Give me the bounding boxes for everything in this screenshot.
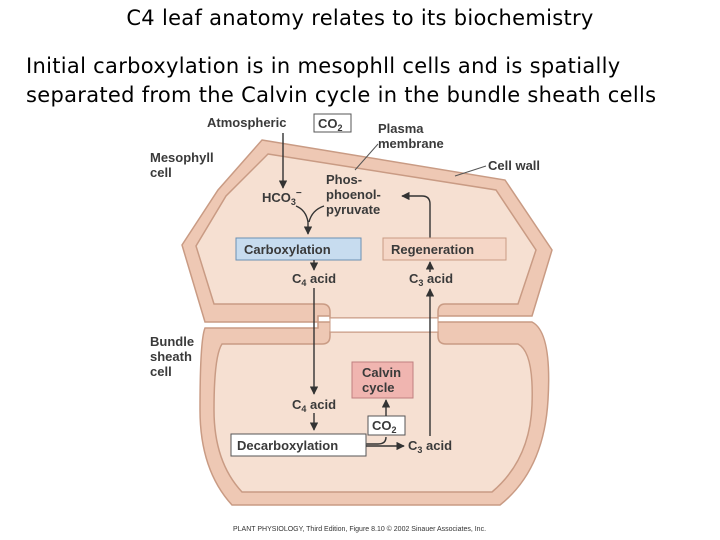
c4-acid-top-label: C4 acid bbox=[292, 271, 336, 288]
mesophyll-cell-shape bbox=[181, 139, 553, 323]
hco3-to-carboxylation-path bbox=[295, 205, 313, 235]
bundle-sheath-cell-shape bbox=[199, 321, 550, 506]
bundle-sheath-cell-label: Bundle sheath cell bbox=[150, 334, 198, 379]
co2-bottom-label: CO2 bbox=[372, 418, 397, 435]
plasma-membrane-pointer bbox=[354, 143, 379, 171]
regeneration-label: Regeneration bbox=[391, 242, 474, 257]
pep-label: Phos- phoenol- pyruvate bbox=[326, 172, 385, 217]
cell-wall-pointer bbox=[454, 165, 487, 177]
decarboxylation-label: Decarboxylation bbox=[237, 438, 338, 453]
subtitle-line-2: separated from the Calvin cycle in the b… bbox=[26, 83, 657, 107]
c3-acid-top-label: C3 acid bbox=[409, 271, 453, 288]
calvin-cycle-box bbox=[351, 361, 414, 399]
decarboxylation-to-co2-path bbox=[366, 436, 387, 445]
mesophyll-cell-label: Mesophyll cell bbox=[150, 150, 217, 180]
regeneration-to-pep-arrow bbox=[401, 191, 431, 238]
calvin-cycle-label: Calvin cycle bbox=[362, 365, 405, 395]
regeneration-box bbox=[382, 237, 507, 261]
hco3-label: HCO3− bbox=[262, 188, 302, 207]
subtitle-line-1: Initial carboxylation is in mesophll cel… bbox=[26, 54, 621, 78]
atmospheric-label: Atmospheric bbox=[207, 115, 286, 130]
plasma-membrane-label: Plasma membrane bbox=[378, 121, 444, 151]
cell-wall-label: Cell wall bbox=[488, 158, 540, 173]
c3-acid-bottom-label: C3 acid bbox=[408, 438, 452, 455]
bundle-sheath-cytoplasm bbox=[213, 331, 533, 493]
carboxylation-label: Carboxylation bbox=[244, 242, 331, 257]
plasmodesma-channel bbox=[329, 317, 439, 333]
co2-top-box bbox=[313, 113, 352, 133]
slide-subtitle: Initial carboxylation is in mesophll cel… bbox=[26, 52, 716, 110]
pep-to-carboxylation-path bbox=[308, 205, 325, 223]
slide-title: C4 leaf anatomy relates to its biochemis… bbox=[126, 6, 594, 30]
decarboxylation-box bbox=[230, 433, 367, 457]
carboxylation-box bbox=[235, 237, 362, 261]
c4-acid-bottom-label: C4 acid bbox=[292, 397, 336, 414]
co2-top-label: CO2 bbox=[318, 116, 343, 133]
figure-credit: PLANT PHYSIOLOGY, Third Edition, Figure … bbox=[233, 525, 486, 533]
